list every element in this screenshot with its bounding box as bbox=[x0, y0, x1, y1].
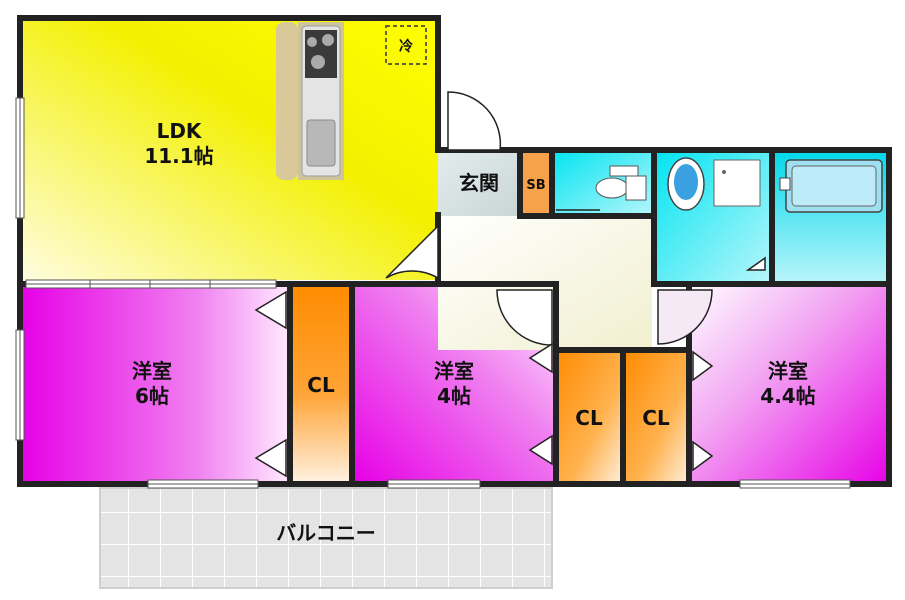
entrance-floor bbox=[438, 150, 520, 216]
burner-icon bbox=[307, 37, 317, 47]
western-room-1-name: 洋室 bbox=[132, 359, 172, 383]
western-room-1-floor bbox=[20, 284, 290, 484]
sink-icon bbox=[306, 119, 336, 167]
fridge-label: 冷 bbox=[399, 38, 413, 55]
western-room-1-size: 6帖 bbox=[135, 384, 169, 408]
windows bbox=[15, 97, 851, 489]
western-room-2-name: 洋室 bbox=[434, 359, 474, 383]
shoe-box-label: SB bbox=[526, 178, 545, 193]
closet-doors bbox=[254, 290, 714, 478]
closet-3-label: CL bbox=[642, 406, 670, 430]
burner-icon bbox=[322, 34, 334, 46]
drain-icon bbox=[722, 170, 726, 174]
western-room-2-size: 4帖 bbox=[437, 384, 471, 408]
shoe-box-floor bbox=[520, 150, 552, 216]
entrance-label: 玄関 bbox=[459, 171, 499, 195]
washing-machine-space bbox=[713, 159, 761, 207]
washbasin-icon bbox=[667, 157, 705, 211]
closet-2-label: CL bbox=[575, 406, 603, 430]
doors bbox=[385, 91, 766, 346]
ldk-room-size: 11.1帖 bbox=[144, 144, 213, 168]
closet-3-floor bbox=[623, 350, 689, 484]
ldk-room-name: LDK bbox=[157, 119, 203, 143]
closet-1-floor bbox=[290, 284, 352, 484]
balcony-floor bbox=[100, 488, 552, 588]
burner-icon bbox=[311, 55, 325, 69]
western-room-3-name: 洋室 bbox=[768, 359, 808, 383]
closet-1-label: CL bbox=[307, 373, 335, 397]
western-room-3-size: 4.4帖 bbox=[760, 384, 815, 408]
balcony-label: バルコニー bbox=[276, 521, 376, 545]
bathtub-icon bbox=[779, 159, 883, 213]
western-room-3-floor bbox=[689, 284, 889, 484]
kitchen-counter bbox=[276, 22, 344, 180]
ldk-floor bbox=[20, 18, 438, 280]
fridge-space bbox=[385, 25, 427, 65]
toilet-icon bbox=[595, 165, 647, 201]
balcony-outline bbox=[99, 487, 553, 589]
closet-2-floor bbox=[555, 350, 623, 484]
